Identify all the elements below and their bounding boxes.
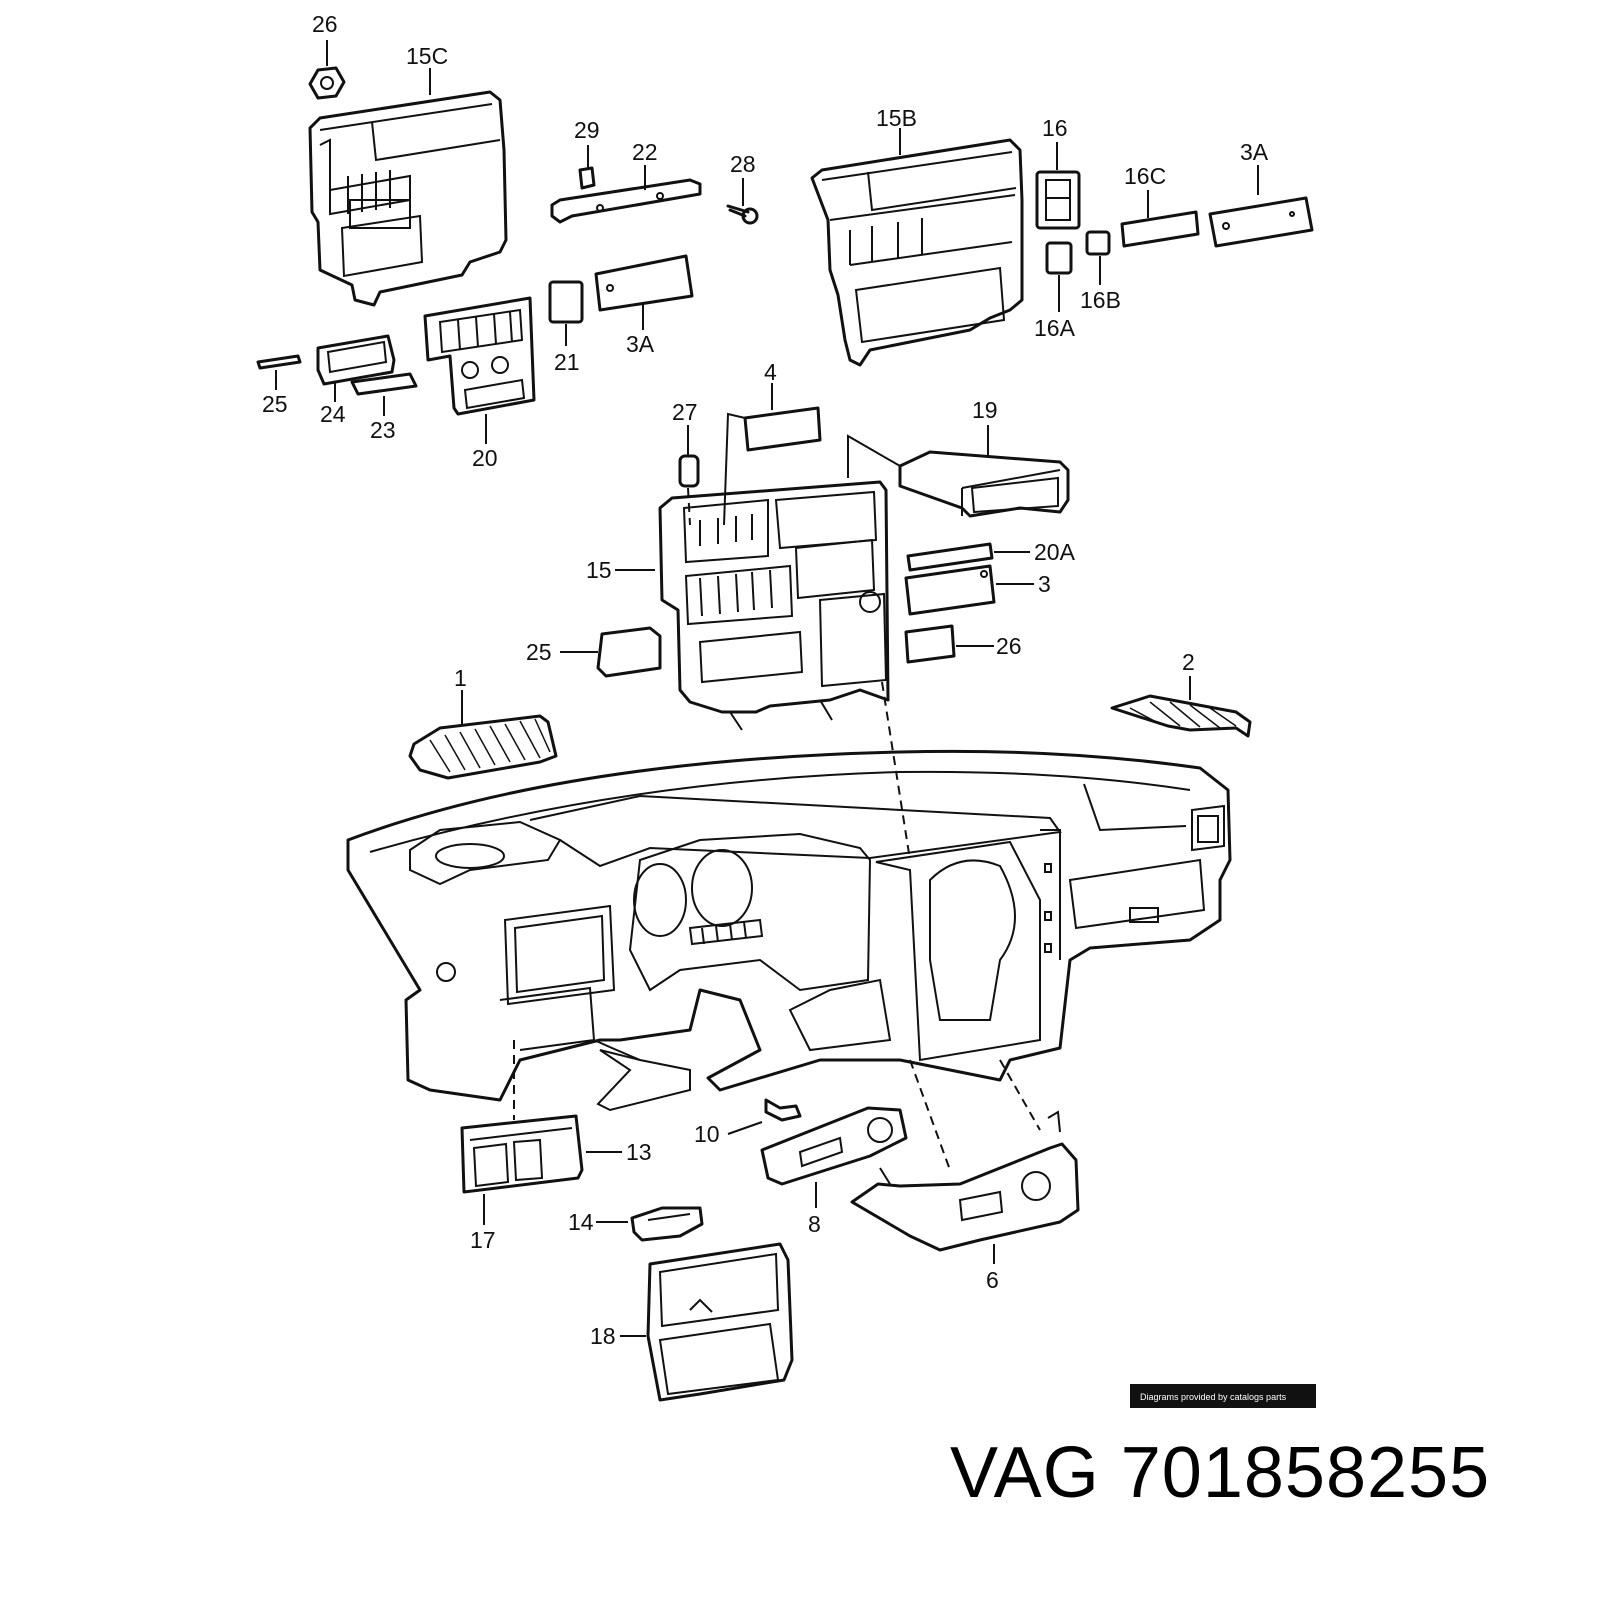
callout-21: 21: [554, 349, 580, 375]
callout-29: 29: [574, 117, 600, 143]
callout-22: 22: [632, 139, 658, 165]
callout-17: 17: [470, 1227, 496, 1253]
callout-14: 14: [568, 1209, 594, 1235]
part-16a-switch: [1045, 241, 1073, 312]
callout-labels: 26 15C 29 22 28 15B 16 16C 3A 16A 16B 21…: [262, 11, 1269, 1349]
part-24-insert: [316, 334, 396, 402]
part-6-console: [850, 1110, 1080, 1264]
callout-16: 16: [1042, 115, 1068, 141]
callout-1: 1: [454, 665, 467, 691]
brand-name: VAG: [950, 1433, 1100, 1513]
credit-badge: Diagrams provided by catalogs parts: [1130, 1384, 1316, 1408]
assembly-line-6b: [999, 1059, 1041, 1131]
part-19-storage-box: [847, 425, 1070, 518]
part-4-cover: [723, 383, 822, 526]
part-15b-housing: [810, 128, 1024, 367]
callout-20a: 20A: [1034, 539, 1076, 565]
callout-15: 15: [586, 557, 612, 583]
part-15-center-housing: [615, 480, 890, 731]
part-20-frame: [423, 296, 536, 444]
part-number: 701858255: [1120, 1433, 1491, 1513]
assembly-line-15: [881, 681, 911, 861]
part-16b-button: [1085, 230, 1111, 285]
callout-23: 23: [370, 417, 396, 443]
callout-3a-right: 3A: [1240, 139, 1269, 165]
callout-16c: 16C: [1124, 163, 1166, 189]
part-16c-strip: [1120, 190, 1200, 248]
part-22-bracket: [550, 165, 702, 224]
callout-26-top: 26: [312, 11, 338, 37]
assembly-line-6: [909, 1059, 951, 1171]
part-27-bulb: [678, 425, 700, 526]
part-20a-strip: [906, 542, 1030, 572]
callout-15c: 15C: [406, 43, 448, 69]
callout-25-mid: 25: [526, 639, 552, 665]
callout-20: 20: [472, 445, 498, 471]
footer-part-number: VAG 701858255: [950, 1432, 1590, 1552]
callout-15b: 15B: [876, 105, 917, 131]
callout-19: 19: [972, 397, 998, 423]
callout-28: 28: [730, 151, 756, 177]
part-21-cap: [548, 280, 584, 346]
part-10-screw: [727, 1098, 802, 1135]
part-8-trim-panel: [760, 1106, 908, 1208]
part-26-gasket: [308, 40, 346, 100]
part-3a-cover-left: [594, 254, 694, 330]
callout-10: 10: [694, 1121, 720, 1147]
callout-27: 27: [672, 399, 698, 425]
part-29-clip: [578, 145, 596, 190]
part-18-lower-housing: [620, 1242, 794, 1402]
callout-2: 2: [1182, 649, 1195, 675]
part-14-clip: [596, 1206, 704, 1242]
callout-18: 18: [590, 1323, 616, 1349]
callout-8: 8: [808, 1211, 821, 1237]
callout-26-mid: 26: [996, 633, 1022, 659]
callout-13: 13: [626, 1139, 652, 1165]
dashboard-body: [346, 749, 1232, 1112]
callout-3a-left: 3A: [626, 331, 655, 357]
callout-4: 4: [764, 359, 777, 385]
callout-24: 24: [320, 401, 346, 427]
callout-25-top: 25: [262, 391, 288, 417]
part-23-plate: [350, 372, 418, 416]
callout-3: 3: [1038, 571, 1051, 597]
part-2-speaker-grille-right: [1110, 676, 1252, 738]
part-13-switch-housing: [460, 1114, 622, 1225]
callout-6: 6: [986, 1267, 999, 1293]
part-3-cover: [904, 564, 1034, 616]
part-16-switch: [1035, 142, 1081, 230]
part-3a-cover-right: [1208, 165, 1314, 248]
part-25-module-mid: [560, 626, 662, 678]
part-28-screw: [726, 178, 759, 225]
part-15c-housing: [308, 68, 508, 307]
part-26-cover-mid: [904, 624, 994, 664]
callout-16a: 16A: [1034, 315, 1076, 341]
credit-text: Diagrams provided by catalogs parts: [1140, 1392, 1287, 1402]
part-1-speaker-grille-left: [408, 690, 558, 780]
part-25-clip-top: [256, 354, 302, 390]
callout-16b: 16B: [1080, 287, 1121, 313]
